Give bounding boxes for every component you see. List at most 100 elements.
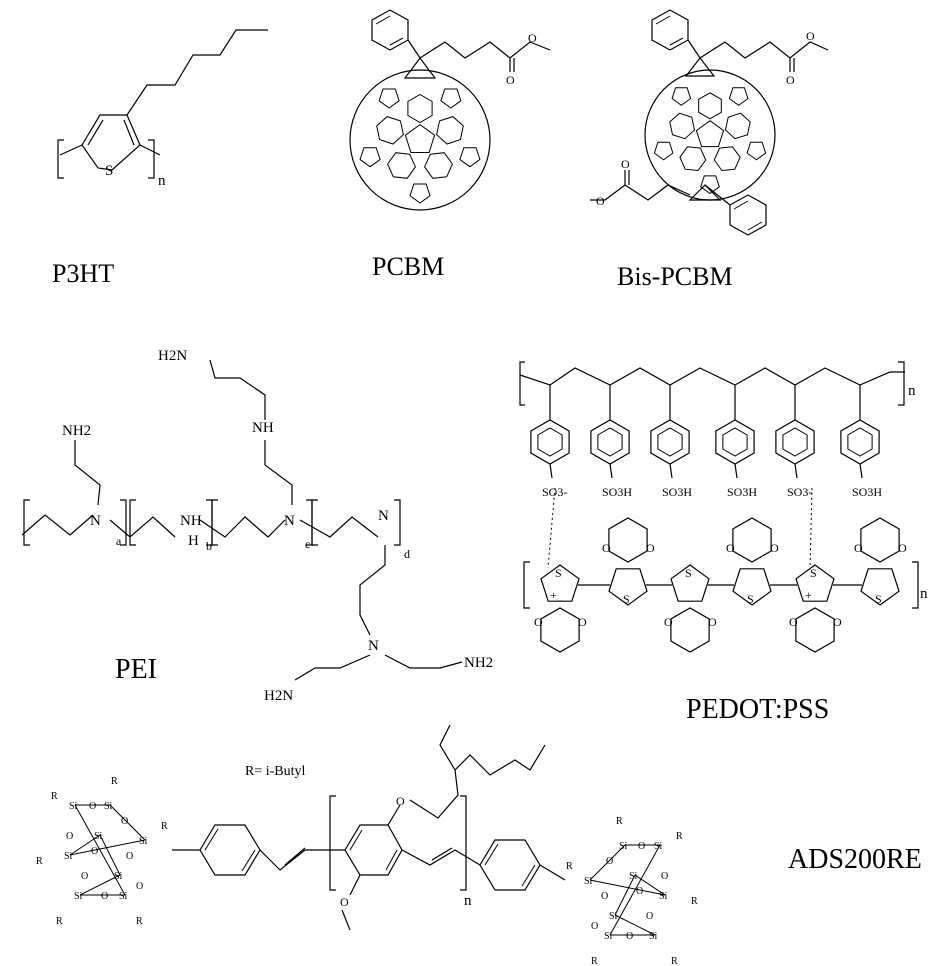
pedot-oxygen: O <box>602 541 611 555</box>
pedot-oxygen: O <box>578 615 587 629</box>
svg-text:O: O <box>596 194 605 208</box>
pei-n-2: N <box>284 513 295 529</box>
pedot-oxygen: O <box>708 615 717 629</box>
svg-text:O: O <box>786 73 795 87</box>
fullerene-hexagon <box>424 152 453 179</box>
poss-bond <box>614 914 656 936</box>
pedot-oxygen: O <box>534 615 543 629</box>
pss-acid-group: SO3- <box>542 485 567 499</box>
fullerene-hexagon <box>407 93 433 124</box>
pss-benzene-inner <box>657 427 683 457</box>
pei-nh2-1: NH2 <box>62 423 91 439</box>
pss-benzene-ring <box>530 419 570 465</box>
pss-benzene-ring <box>650 419 690 465</box>
fullerene-outer-pentagon <box>359 147 381 168</box>
poss-r-group: R <box>161 821 168 832</box>
p3ht-repeat-n: n <box>158 173 166 189</box>
pedot-polaron-plus: + <box>550 588 557 602</box>
fullerene-hexagon <box>669 112 696 140</box>
poss-oxygen: O <box>89 801 96 812</box>
poss-oxygen: O <box>91 846 98 857</box>
poss-bond <box>634 874 666 896</box>
poss-oxygen: O <box>601 891 608 902</box>
fullerene-outer-pentagon <box>459 147 481 168</box>
svg-text:O: O <box>396 794 405 808</box>
fullerene-hexagon <box>387 152 416 179</box>
pedot-thiophene-ring <box>608 568 648 606</box>
ads200re-repeat-n: n <box>464 893 472 909</box>
poss-silicon: Si <box>119 891 128 902</box>
pss-benzene-ring <box>840 419 880 465</box>
svg-text:O: O <box>506 73 515 87</box>
pss-repeat-n: n <box>908 383 916 399</box>
pedot-sulfur: S <box>810 566 817 580</box>
poss-oxygen: O <box>661 871 668 882</box>
fullerene-outer-pentagon <box>409 183 431 204</box>
fullerene-outer-pentagon <box>700 175 720 195</box>
poss-silicon: Si <box>629 871 638 882</box>
poss-oxygen: O <box>121 816 128 827</box>
pedot-oxygen: O <box>854 541 863 555</box>
pss-acid-group: SO3H <box>662 485 692 499</box>
pei-sub-b: b <box>206 539 212 553</box>
poss-oxygen: O <box>66 831 73 842</box>
pss-sulfonate-bond <box>859 463 863 479</box>
pss-benzene-ring <box>775 419 815 465</box>
poss-bond <box>614 874 636 916</box>
pedot-polaron-plus: + <box>805 588 812 602</box>
fullerene-center-pentagon <box>404 123 436 153</box>
poss-r-group: R <box>591 956 598 966</box>
pedot-oxygen: O <box>898 541 907 555</box>
poss-oxygen: O <box>636 886 643 897</box>
pedot-sulfur: S <box>747 592 754 606</box>
poss-bond <box>589 844 626 881</box>
bis-pcbm-label: Bis-PCBM <box>617 262 733 291</box>
poss-r-group: R <box>566 861 573 872</box>
pss-sulfonate-bond <box>669 463 673 479</box>
pedot-oxygen: O <box>726 541 735 555</box>
fullerene-outer-pentagon <box>653 141 674 161</box>
poss-bond <box>99 834 121 876</box>
poss-silicon: Si <box>654 841 663 852</box>
svg-text:O: O <box>806 29 815 43</box>
pei-sub-d: d <box>404 547 410 561</box>
poss-bond <box>609 844 661 936</box>
poss-bond <box>109 804 146 841</box>
pedot-sulfur: S <box>875 592 882 606</box>
pss-benzene-inner <box>597 427 623 457</box>
ads200re-label: ADS200RE <box>788 844 922 875</box>
poss-silicon: Si <box>609 911 618 922</box>
pedot-sulfur: S <box>555 566 562 580</box>
fullerene-hexagon <box>713 146 741 172</box>
poss-silicon: Si <box>659 891 668 902</box>
p3ht-label: P3HT <box>52 259 114 288</box>
pei-h2n-bottom: H2N <box>264 688 293 704</box>
pedot-oxygen: O <box>770 541 779 555</box>
poss-r-group: R <box>111 776 118 787</box>
pei-label: PEI <box>115 654 157 685</box>
pedot-thiophene-ring <box>860 568 900 606</box>
pei-sub-c: c <box>305 537 310 551</box>
fullerene-hexagon <box>698 92 722 120</box>
pss-benzene-ring <box>590 419 630 465</box>
pss-acid-group: SO3- <box>787 485 812 499</box>
poss-oxygen: O <box>81 871 88 882</box>
p3ht-structure: S n P3HT <box>52 29 268 288</box>
poss-oxygen: O <box>101 891 108 902</box>
pedot-sulfur: S <box>685 566 692 580</box>
pedot-thiophene-ring <box>732 568 772 606</box>
poss-bond <box>69 834 101 856</box>
poss-oxygen: O <box>606 856 613 867</box>
pedot-dioxane-ring <box>732 517 772 563</box>
fullerene-center-pentagon <box>695 120 725 148</box>
poss-silicon: Si <box>74 891 83 902</box>
pei-sub-a: a <box>116 534 122 548</box>
pei-nh: NH <box>180 513 202 529</box>
poss-silicon: Si <box>604 931 613 942</box>
poss-r-group: R <box>51 791 58 802</box>
fullerene-outer-pentagon <box>728 87 749 106</box>
fullerene-hexagon <box>436 116 464 145</box>
poss-r-group: R <box>56 916 63 927</box>
